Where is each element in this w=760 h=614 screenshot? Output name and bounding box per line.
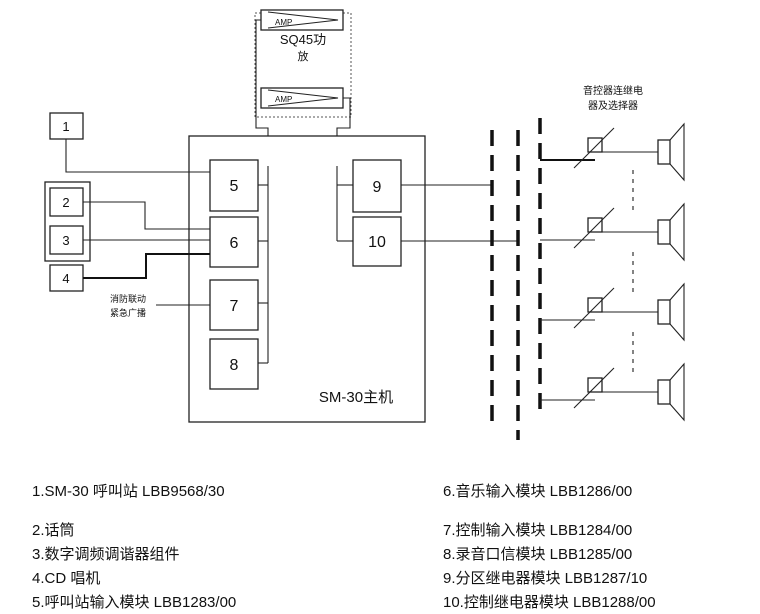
- module-8-label: 8: [230, 357, 239, 374]
- zone-3-speaker-magnet: [657, 299, 671, 325]
- legend-left-4: 4.CD 唱机: [32, 570, 101, 587]
- legend-right-10: 10.控制继电器模块 LBB1288/00: [443, 594, 656, 611]
- module-5-box: [209, 159, 259, 212]
- device-1-box: [49, 112, 84, 140]
- device-4-box: [49, 264, 84, 292]
- zone-1: [540, 122, 685, 182]
- legend-left-5: 5.呼叫站输入模块 LBB1283/00: [32, 594, 237, 611]
- wire-device2-module6: [83, 201, 210, 230]
- device-3-label: 3: [62, 233, 69, 248]
- zone-3-volume-control: [587, 297, 603, 313]
- amplifier-2-triangle: [267, 89, 339, 107]
- module-10-box: [352, 216, 402, 267]
- fire-caption-line1: 消防联动: [110, 293, 146, 304]
- device-2-label: 2: [62, 195, 69, 210]
- module-10-label: 10: [368, 234, 386, 251]
- zone-2-volume-control: [587, 217, 603, 233]
- zone-4-volume-control: [587, 377, 603, 393]
- module-8-box: [209, 338, 259, 390]
- legend-right-6: 6.音乐输入模块 LBB1286/00: [443, 483, 633, 500]
- device-4-label: 4: [62, 271, 69, 286]
- zone-1-volume-control: [587, 137, 603, 153]
- amplifier-name-line1: SQ45功: [280, 32, 326, 47]
- module-7-label: 7: [230, 298, 239, 315]
- device-3-box: [49, 225, 84, 255]
- relay-caption-line1: 音控器连继电: [583, 84, 643, 97]
- module-6-box: [209, 216, 259, 268]
- legend-left-1: 1.SM-30 呼叫站 LBB9568/30: [32, 483, 225, 500]
- zone-2-speaker-cone: [669, 202, 685, 262]
- legend-right-7: 7.控制输入模块 LBB1284/00: [443, 522, 633, 539]
- zone-3: [540, 282, 685, 342]
- zone-1-speaker-magnet: [657, 139, 671, 165]
- zone-1-speaker-cone: [669, 122, 685, 182]
- device-1-label: 1: [62, 119, 69, 134]
- zone-2: [540, 202, 685, 262]
- amplifier-name-line2: 放: [298, 49, 309, 63]
- legend-left-3: 3.数字调频调谐器组件: [32, 546, 180, 563]
- amplifier-1-triangle: [267, 11, 339, 29]
- module-7-box: [209, 279, 259, 331]
- wire-device1-module5: [65, 139, 210, 173]
- legend-left-2: 2.话筒: [32, 522, 75, 539]
- module-9-label: 9: [373, 179, 382, 196]
- module-6-label: 6: [230, 235, 239, 252]
- module-5-label: 5: [230, 178, 239, 195]
- amplifier-2-label: AMP: [275, 95, 292, 104]
- legend-right-8: 8.录音口信模块 LBB1285/00: [443, 546, 633, 563]
- legend-right-9: 9.分区继电器模块 LBB1287/10: [443, 570, 648, 587]
- amplifier-1-label: AMP: [275, 18, 292, 27]
- zone-4-speaker-magnet: [657, 379, 671, 405]
- fire-caption-line2: 紧急广播: [110, 307, 146, 318]
- sm30-host-label: SM-30主机: [319, 389, 393, 406]
- relay-caption-line2: 器及选择器: [588, 99, 638, 112]
- zone-3-speaker-cone: [669, 282, 685, 342]
- wire-device4-module6: [83, 253, 210, 279]
- zone-4: [540, 362, 685, 422]
- device-2-box: [49, 187, 84, 217]
- zone-2-speaker-magnet: [657, 219, 671, 245]
- zone-4-speaker-cone: [669, 362, 685, 422]
- module-9-box: [352, 159, 402, 213]
- device-group-frame: [44, 181, 91, 262]
